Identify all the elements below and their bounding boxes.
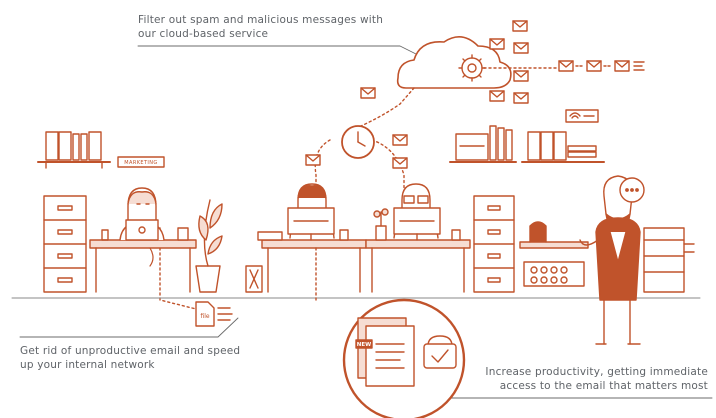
left-shelf <box>37 131 111 169</box>
right-shelf-1 <box>449 125 517 163</box>
trash-bin <box>245 265 263 293</box>
monitor-icon-2 <box>393 207 441 241</box>
caption-cloud-filter-line-1: Filter out spam and malicious messages w… <box>138 14 384 26</box>
desk-left <box>89 239 197 293</box>
photo-frame <box>177 227 189 241</box>
caption-cloud-filter-line-2: our cloud-based service <box>138 28 269 40</box>
clock-icon <box>341 125 375 159</box>
laptop-icon <box>125 219 159 241</box>
envelope-icons-filtered <box>558 60 645 72</box>
marketing-sign: MARKETING <box>117 156 165 168</box>
wifi-router-icon <box>565 109 599 123</box>
marketing-sign-label: MARKETING <box>124 160 157 166</box>
book-stack <box>257 231 283 241</box>
kitchen-counter <box>519 221 589 287</box>
top-caption-leader <box>137 45 417 55</box>
printer-icon <box>643 227 695 293</box>
gear-icon <box>458 54 486 82</box>
monitor-icon <box>287 207 335 241</box>
desk-center <box>261 239 471 301</box>
file-label: file <box>200 313 209 320</box>
right-filing-cabinet <box>473 195 515 293</box>
magnifier-document: NEW <box>342 298 466 418</box>
plant-center <box>373 208 389 241</box>
new-badge: NEW <box>357 342 371 348</box>
caption-productivity-line-2: access to the email that matters most <box>499 380 708 392</box>
mug-icon-2 <box>451 229 461 241</box>
caption-cloud-filter: Filter out spam and malicious messages w… <box>138 13 383 41</box>
caption-internal-network-line-2: up your internal network <box>20 359 155 371</box>
left-caption-leader <box>19 317 239 338</box>
speech-bubble-icon <box>619 177 645 203</box>
person-on-phone <box>579 175 641 345</box>
mug-icon <box>339 229 349 241</box>
caption-productivity: Increase productivity, getting immediate… <box>485 365 708 393</box>
right-shelf-2 <box>521 131 605 163</box>
plant-left <box>195 199 223 293</box>
left-filing-cabinet <box>43 195 87 293</box>
caption-productivity-line-1: Increase productivity, getting immediate <box>485 366 708 378</box>
pen-cup <box>101 229 109 241</box>
caption-internal-network: Get rid of unproductive email and speed … <box>20 344 240 372</box>
file-icon: file <box>195 301 233 327</box>
lock-check-icon <box>423 335 457 369</box>
cloud-icon <box>396 36 512 89</box>
caption-internal-network-line-1: Get rid of unproductive email and speed <box>20 345 241 357</box>
